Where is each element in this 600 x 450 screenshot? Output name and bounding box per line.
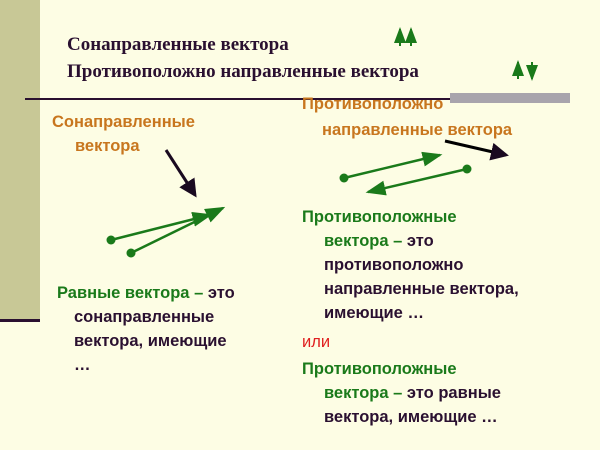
right-def2-term: Противоположные (302, 360, 457, 378)
right-heading-1: Противоположно (302, 95, 444, 113)
title-divider (25, 98, 570, 100)
codirected-arrows-icon (394, 27, 417, 46)
right-def1-line: противоположно (324, 256, 464, 274)
term: вектора – (324, 384, 403, 402)
left-def-line: сонаправленные (74, 308, 215, 326)
term-rest: это равные (402, 384, 501, 402)
left-def-line: … (74, 356, 91, 374)
right-def2-term-line: вектора – это равные (324, 381, 501, 405)
opposite-vector-1 (339, 151, 443, 183)
title-line-2: Противоположно направленные вектора (67, 61, 419, 82)
term-rest: это (203, 284, 235, 302)
term: вектора – (324, 232, 403, 250)
pointer-arrow-right (444, 139, 509, 161)
right-def1-term-line: вектора – это (324, 229, 434, 253)
term-rest: это (402, 232, 434, 250)
or-text: или (302, 333, 331, 351)
left-heading-2: вектора (75, 137, 140, 155)
left-def-line: вектора, имеющие (74, 332, 227, 350)
right-def2-line: вектора, имеющие … (324, 408, 498, 426)
sidebar-underline (0, 319, 40, 322)
sidebar-bar (0, 0, 40, 320)
title-accent-bar (450, 93, 570, 103)
right-def1-line: направленные вектора, (324, 280, 519, 298)
opposite-arrows-icon (512, 60, 538, 81)
title-line-1: Сонаправленные вектора (67, 34, 289, 55)
codirected-vector-1 (106, 212, 213, 245)
right-def1-line: имеющие … (324, 304, 424, 322)
left-heading-1: Сонаправленные (52, 113, 195, 131)
term: Равные вектора – (57, 284, 204, 302)
pointer-arrow-left (164, 149, 197, 198)
right-def1-term: Противоположные (302, 208, 457, 226)
opposite-vector-2 (365, 164, 472, 196)
codirected-vector-2 (126, 206, 226, 258)
left-definition-term: Равные вектора – это (57, 281, 235, 305)
right-heading-2: направленные вектора (322, 121, 513, 139)
